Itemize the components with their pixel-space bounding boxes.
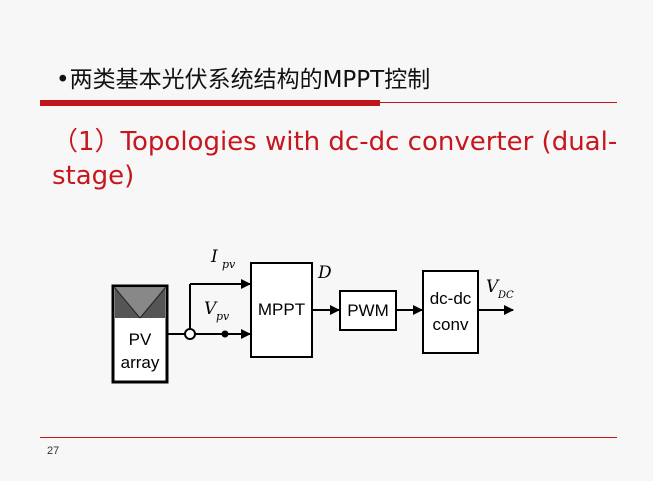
pv-array-block: PV array (111, 284, 169, 384)
dcdc-label-line2: conv (433, 315, 469, 334)
current-sensor (184, 328, 196, 340)
vpv-subscript: pv (216, 310, 230, 323)
vdc-subscript: DC (497, 290, 514, 301)
vdc-label: V (486, 277, 500, 297)
dcdc-converter-block: dc-dc conv (422, 270, 479, 354)
page-number: 27 (47, 445, 60, 457)
pv-cell-icon (115, 288, 165, 318)
duty-cycle-label: D (317, 263, 332, 283)
slide-title: •两类基本光伏系统结构的MPPT控制 (56, 67, 431, 93)
slide-subtitle: （1）Topologies with dc-dc converter (dual… (52, 127, 618, 191)
dcdc-label-line1: dc-dc (430, 289, 472, 308)
pwm-block: PWM (339, 290, 397, 331)
pv-to-mppt-wiring (167, 279, 251, 340)
footer-rule (40, 437, 617, 438)
ipv-subscript: pv (222, 258, 236, 271)
vpv-label: V (204, 299, 218, 319)
voltage-node (221, 330, 229, 338)
mppt-block: MPPT (250, 262, 313, 358)
pv-label-line2: array (121, 353, 160, 372)
mppt-label: MPPT (258, 300, 305, 319)
title-underline-thin (380, 102, 617, 103)
title-underline-thick (40, 100, 380, 106)
ipv-label: I (210, 247, 218, 267)
pwm-label: PWM (347, 301, 389, 320)
pv-label-line1: PV (129, 330, 152, 349)
